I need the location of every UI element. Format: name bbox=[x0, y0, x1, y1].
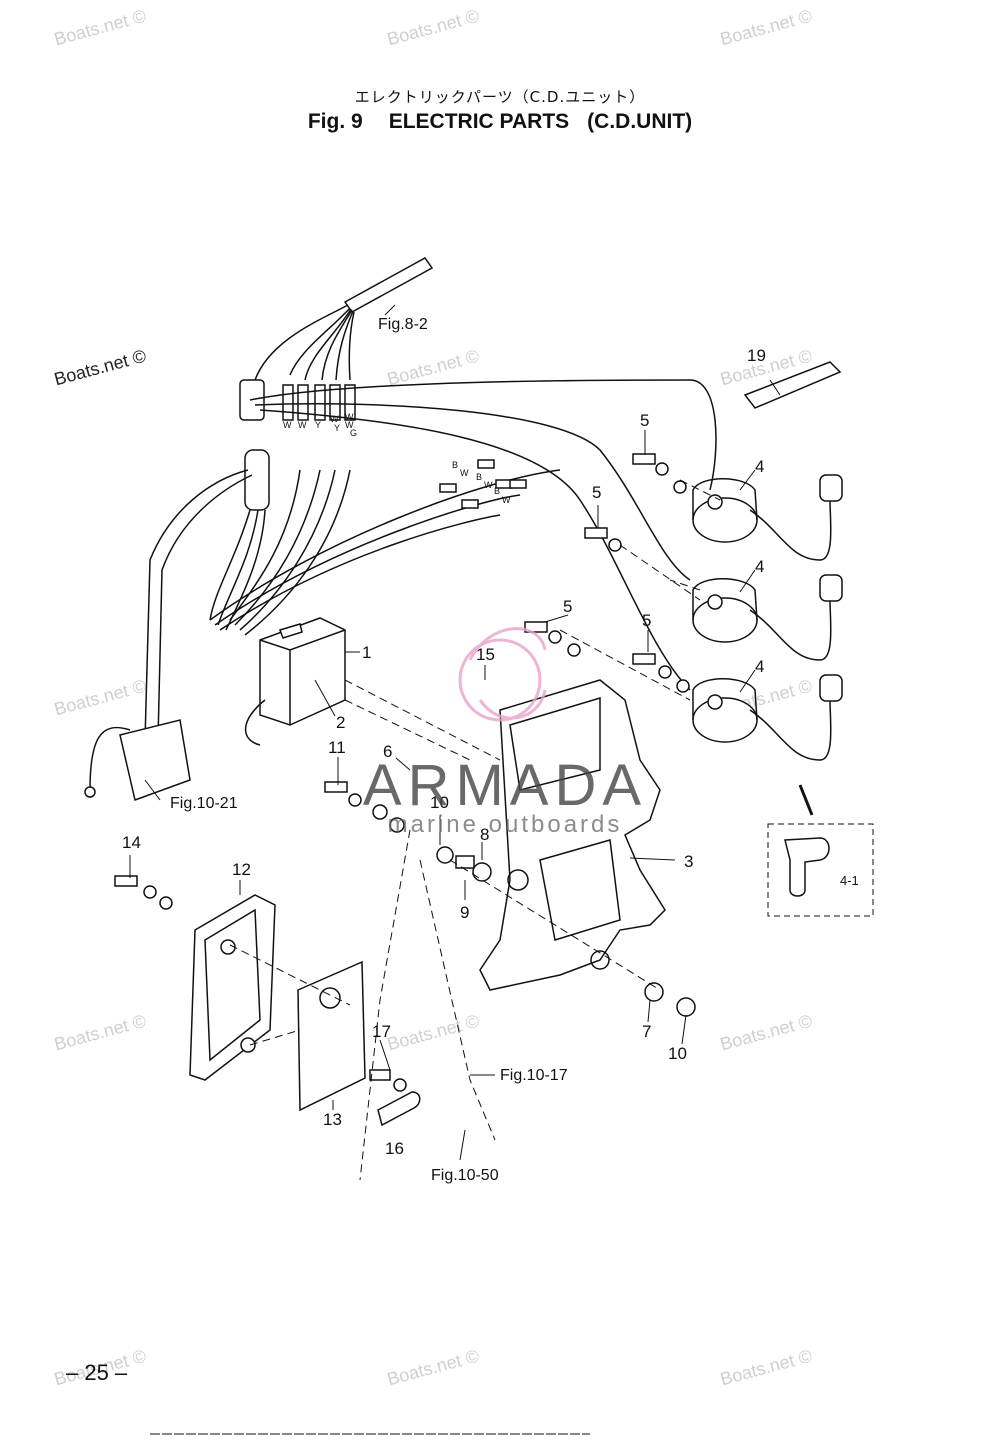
callout-6: 6 bbox=[383, 742, 392, 761]
brand-tagline: marine outboards bbox=[387, 811, 623, 838]
callout-12: 12 bbox=[232, 860, 251, 879]
mounting-bracket bbox=[479, 679, 666, 991]
callout-3: 3 bbox=[684, 852, 693, 871]
small-fasteners bbox=[114, 781, 696, 1127]
ignition-coil bbox=[692, 674, 843, 761]
callout-10: 10 bbox=[430, 793, 449, 812]
bolt-set bbox=[524, 453, 690, 693]
spark-plug-cap bbox=[784, 837, 830, 897]
detail-box bbox=[767, 823, 874, 917]
callout-13: 13 bbox=[323, 1110, 342, 1129]
callout-2: 2 bbox=[336, 713, 345, 732]
wire-color-code: W bbox=[330, 414, 339, 424]
wire-color-code: B bbox=[452, 460, 458, 470]
ignition-coil bbox=[692, 574, 843, 661]
wire-color-code: G bbox=[350, 428, 357, 438]
cover bbox=[189, 894, 276, 1081]
figure-name: ELECTRIC PARTS bbox=[388, 110, 570, 133]
callout-7: 7 bbox=[642, 1022, 651, 1041]
callout-19: 19 bbox=[747, 346, 766, 365]
figure-title: Fig. 9 ELECTRIC PARTS (C.D.UNIT) bbox=[0, 110, 1000, 134]
ref-fig-8-2: Fig.8-2 bbox=[378, 316, 428, 333]
wire-color-code: W bbox=[502, 495, 511, 505]
callout-17: 17 bbox=[372, 1022, 391, 1041]
wire-color-code: W bbox=[283, 420, 292, 430]
wire-color-code: W bbox=[484, 480, 493, 490]
brand-logo bbox=[458, 627, 547, 722]
callout-9: 9 bbox=[460, 903, 469, 922]
callout-5: 5 bbox=[640, 411, 649, 430]
ref-fig-10-50: Fig.10-50 bbox=[431, 1167, 499, 1184]
brand-watermark: ARMADA marine outboards bbox=[340, 752, 670, 839]
ref-fig-10-21: Fig.10-21 bbox=[170, 795, 238, 812]
callout-15: 15 bbox=[476, 645, 495, 664]
callout-5: 5 bbox=[592, 483, 601, 502]
figure-number: Fig. 9 bbox=[307, 110, 363, 133]
callout-4: 4 bbox=[755, 657, 764, 676]
callout-5: 5 bbox=[563, 597, 572, 616]
assembly-lines bbox=[229, 479, 721, 1181]
wire-color-code: W bbox=[345, 420, 354, 430]
callout-4: 4 bbox=[755, 557, 764, 576]
page-number: – 25 – bbox=[66, 1360, 128, 1385]
main-harness bbox=[84, 257, 717, 801]
cd-unit bbox=[244, 617, 346, 746]
callout-16: 16 bbox=[385, 1139, 404, 1158]
callout-8: 8 bbox=[480, 825, 489, 844]
brand-name: ARMADA bbox=[362, 753, 648, 818]
callout-1: 1 bbox=[362, 643, 371, 662]
callout-10: 10 bbox=[668, 1044, 687, 1063]
wire-color-code: W bbox=[298, 420, 307, 430]
callout-14: 14 bbox=[122, 833, 141, 852]
callout-11: 11 bbox=[328, 738, 346, 757]
wire-color-code: Y bbox=[315, 420, 321, 430]
detail-arrow bbox=[798, 784, 814, 816]
ignition-coil bbox=[692, 474, 843, 561]
callout-4: 4 bbox=[755, 457, 764, 476]
callout-4-1: 4-1 bbox=[840, 873, 859, 888]
ref-fig-10-17: Fig.10-17 bbox=[500, 1067, 568, 1084]
gasket bbox=[297, 960, 366, 1112]
wire-color-code: B bbox=[494, 486, 500, 496]
wire-color-code: Y bbox=[334, 423, 340, 433]
callout-5: 5 bbox=[642, 611, 651, 630]
wire-color-code: B bbox=[476, 472, 482, 482]
leader-lines bbox=[129, 304, 781, 1161]
wire-color-code: W bbox=[345, 412, 354, 422]
figure-subtitle: (C.D.UNIT) bbox=[587, 110, 693, 133]
japanese-title: エレクトリックパーツ（C.D.ユニット） bbox=[354, 88, 646, 106]
decal-label bbox=[743, 361, 842, 409]
wire-color-code: W bbox=[460, 468, 469, 478]
